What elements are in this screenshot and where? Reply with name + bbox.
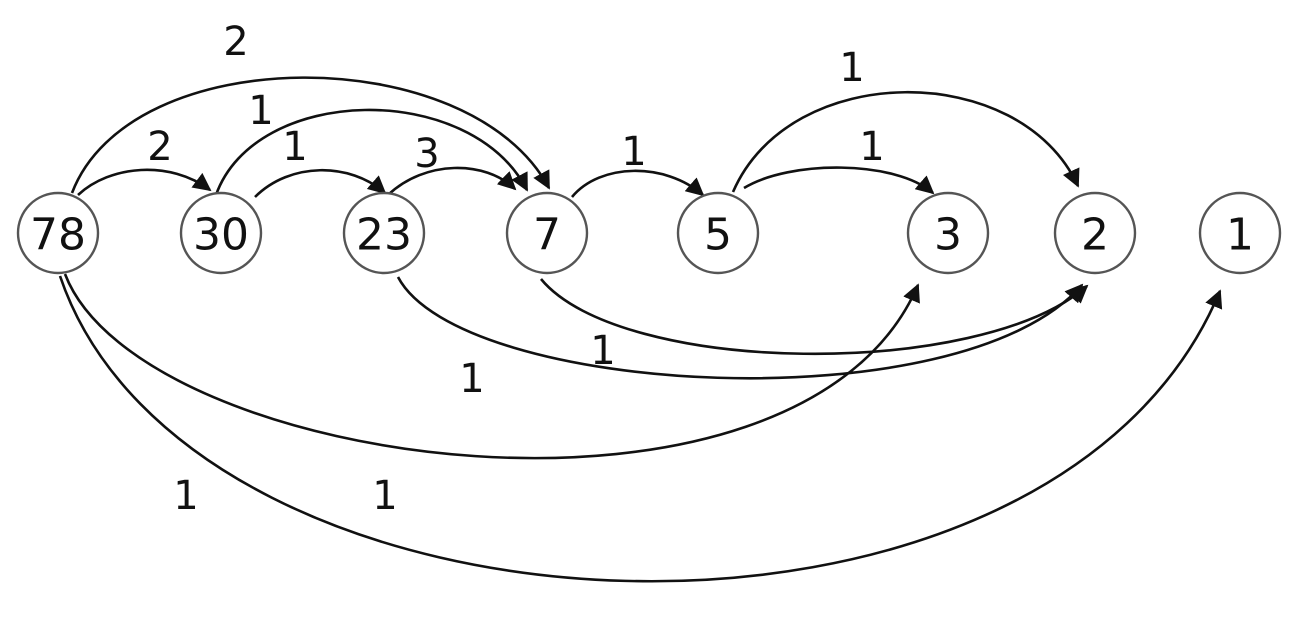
node-1: 1 (1198, 191, 1282, 275)
node-3-label: 3 (934, 210, 962, 261)
node-5: 5 (676, 191, 760, 275)
edge-78-1-label: 1 (173, 473, 198, 519)
node-23-circle (342, 191, 426, 275)
node-1-circle (1198, 191, 1282, 275)
edge-78-7: 2 (70, 19, 551, 194)
edge-30-7: 1 (214, 88, 529, 196)
node-78-label: 78 (30, 210, 86, 261)
node-30: 30 (179, 191, 263, 275)
edge-78-30: 2 (77, 124, 212, 196)
edge-78-30-path (77, 168, 212, 196)
node-30-label: 30 (193, 210, 249, 261)
edge-30-23-label: 1 (282, 124, 307, 170)
node-2: 2 (1053, 191, 1137, 275)
edge-7-2-path (539, 278, 1089, 356)
edge-30-7-label: 1 (248, 88, 273, 134)
edge-78-1-path (58, 275, 1223, 583)
node-23-label: 23 (356, 210, 412, 261)
node-23: 23 (342, 191, 426, 275)
node-78: 78 (16, 191, 100, 275)
node-3-circle (906, 191, 990, 275)
node-7-label: 7 (533, 210, 561, 261)
edge-23-2-path (396, 276, 1084, 380)
edge-78-7-label: 2 (223, 19, 248, 65)
edge-30-23: 1 (254, 124, 387, 198)
edge-78-3-path (63, 273, 920, 460)
node-1-label: 1 (1226, 210, 1254, 261)
edge-23-2-label: 1 (459, 356, 484, 402)
node-78-circle (16, 191, 100, 275)
edge-23-7: 3 (387, 131, 517, 196)
edge-7-2: 1 (539, 278, 1089, 374)
edge-78-3-label: 1 (372, 473, 397, 519)
edge-23-2: 1 (396, 276, 1084, 402)
edge-23-7-path (387, 166, 517, 196)
edge-30-23-path (254, 168, 387, 198)
edge-7-5: 1 (570, 129, 705, 198)
node-5-circle (676, 191, 760, 275)
edges: 2 2 1 1 3 1 1 1 (58, 19, 1223, 583)
edge-23-7-label: 3 (414, 131, 439, 177)
node-7: 7 (505, 191, 589, 275)
edge-5-3-label: 1 (859, 124, 884, 170)
edge-7-5-label: 1 (621, 129, 646, 175)
node-30-circle (179, 191, 263, 275)
edge-5-3-path (743, 166, 935, 195)
node-2-label: 2 (1081, 210, 1109, 261)
node-7-circle (505, 191, 589, 275)
edge-78-1: 1 (58, 275, 1223, 583)
edge-30-7-path (214, 108, 529, 196)
edge-7-5-path (570, 169, 705, 198)
edge-78-7-path (70, 76, 551, 194)
node-3: 3 (906, 191, 990, 275)
edge-78-30-label: 2 (147, 124, 172, 170)
node-2-circle (1053, 191, 1137, 275)
nodes: 78 30 23 7 5 3 2 1 (16, 191, 1282, 275)
edge-78-3: 1 (63, 273, 920, 519)
edge-5-2-label: 1 (839, 45, 864, 91)
edge-5-3: 1 (743, 124, 935, 195)
edge-5-2-path (731, 91, 1080, 193)
node-5-label: 5 (704, 210, 732, 261)
edge-5-2: 1 (731, 45, 1080, 193)
